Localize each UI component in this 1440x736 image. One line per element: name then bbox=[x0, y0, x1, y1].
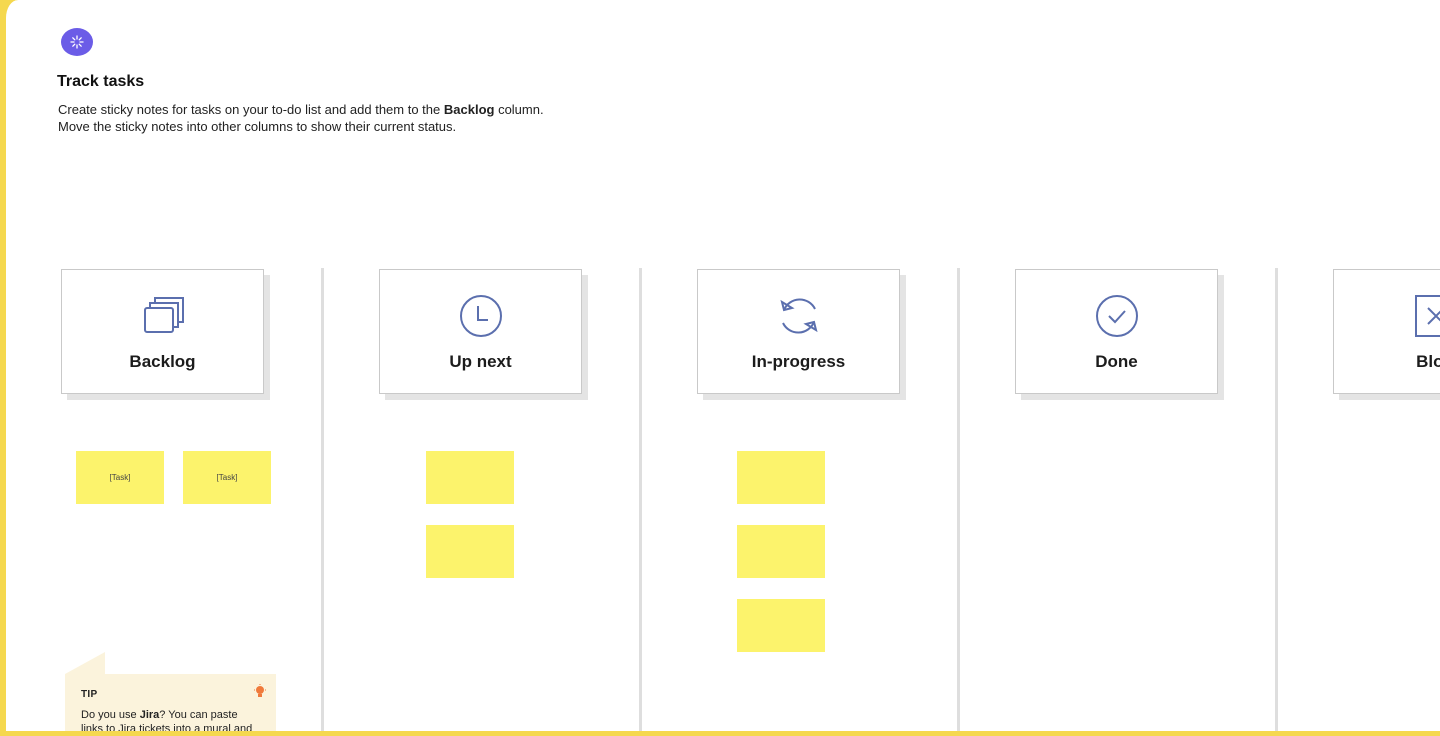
sticky-note[interactable] bbox=[737, 599, 825, 652]
tip-text: ? You can paste bbox=[159, 709, 238, 721]
sticky-note[interactable] bbox=[426, 451, 514, 504]
instructions-bold: Backlog bbox=[443, 102, 495, 117]
column-label: Done bbox=[1095, 352, 1138, 371]
instructions-line-2: Move the sticky notes into other columns… bbox=[58, 119, 457, 134]
instructions-text: Create sticky notes for tasks on your to… bbox=[58, 102, 444, 117]
column-divider bbox=[1275, 268, 1278, 731]
column-label: Bloc bbox=[1416, 352, 1440, 371]
refresh-icon bbox=[775, 292, 823, 340]
sticky-note[interactable] bbox=[426, 525, 514, 578]
tip-line-1: Do you use Jira? You can paste bbox=[81, 708, 260, 722]
column-label: Up next bbox=[449, 352, 512, 371]
instructions-text: column. bbox=[494, 102, 544, 117]
stack-icon bbox=[139, 292, 187, 340]
tip-pointer bbox=[65, 652, 105, 674]
column-header-done[interactable]: Done bbox=[1015, 269, 1218, 394]
tip-text: Do you use bbox=[81, 709, 140, 721]
column-header-up-next[interactable]: Up next bbox=[379, 269, 582, 394]
sticky-note[interactable]: [Task] bbox=[183, 451, 271, 504]
sticky-note[interactable] bbox=[737, 525, 825, 578]
instructions: Create sticky notes for tasks on your to… bbox=[58, 101, 544, 135]
column-divider bbox=[321, 268, 324, 731]
sticky-note[interactable]: [Task] bbox=[76, 451, 164, 504]
sticky-note[interactable] bbox=[737, 451, 825, 504]
tip-heading: TIP bbox=[81, 689, 98, 700]
column-header-backlog[interactable]: Backlog bbox=[61, 269, 264, 394]
tip-bold: Jira bbox=[139, 709, 160, 721]
lightbulb-icon bbox=[254, 684, 266, 703]
tip-line-2: links to Jira tickets into a mural and bbox=[81, 723, 253, 731]
blocked-x-icon bbox=[1411, 292, 1440, 340]
column-label: In-progress bbox=[751, 352, 846, 371]
column-header-blocked[interactable]: Bloc bbox=[1333, 269, 1440, 394]
column-header-in-progress[interactable]: In-progress bbox=[697, 269, 900, 394]
instructions-line-1: Create sticky notes for tasks on your to… bbox=[58, 101, 544, 118]
clock-icon bbox=[457, 292, 505, 340]
check-circle-icon bbox=[1093, 292, 1141, 340]
column-label: Backlog bbox=[129, 352, 196, 371]
column-divider bbox=[639, 268, 642, 731]
logo-icon bbox=[61, 28, 93, 56]
column-divider bbox=[957, 268, 960, 731]
tip-card[interactable]: TIP Do you use Jira? You can paste links… bbox=[65, 674, 276, 731]
tip-body: Do you use Jira? You can paste links to … bbox=[81, 708, 260, 731]
page-title: Track tasks bbox=[57, 73, 145, 90]
